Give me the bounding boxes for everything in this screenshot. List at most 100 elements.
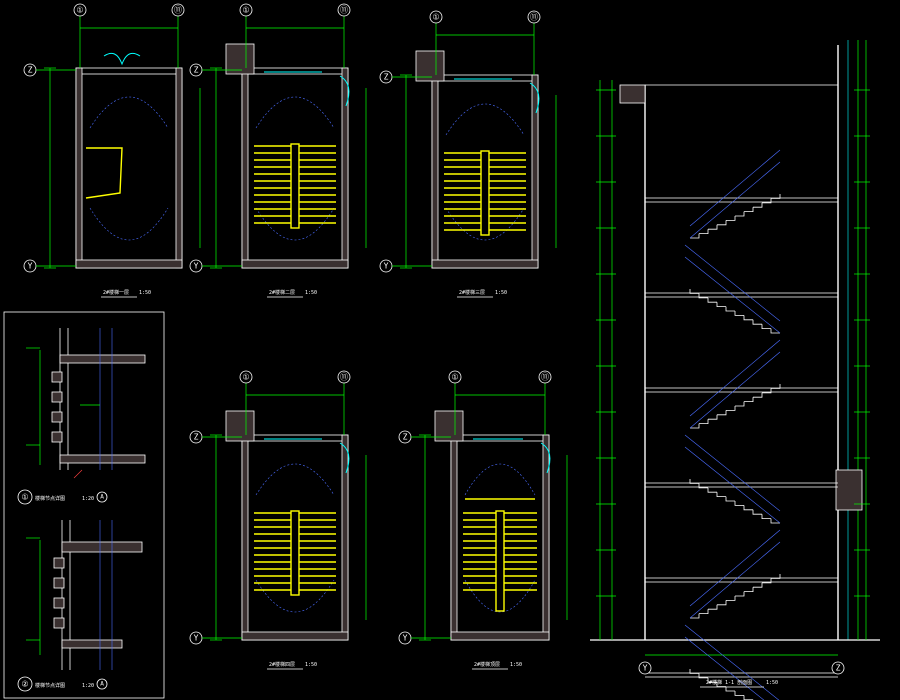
section-axis-z-bubble-icon xyxy=(831,661,845,675)
plan-scale: 1:50 xyxy=(495,290,507,296)
section-title-block: Y Z 2#楼梯 1-1 剖面图 1:50 xyxy=(638,661,845,688)
section-stringer xyxy=(684,256,781,334)
section-stair-steps xyxy=(689,479,780,524)
plan-landing-arc-top xyxy=(89,96,169,129)
grid-bubble-icon xyxy=(337,3,351,17)
plan-walk-line xyxy=(256,190,315,208)
section-title: 2#楼梯 1-1 剖面图 xyxy=(706,679,752,686)
section-axis-y-bubble-icon xyxy=(638,661,652,675)
detail-1-title: 楼梯节点详图 xyxy=(35,495,65,502)
plan-wall-inner xyxy=(79,73,179,263)
detail-2-title: 楼梯节点详图 xyxy=(35,682,65,689)
plan-walk-line xyxy=(446,197,505,215)
plan-wall-bottom xyxy=(75,259,183,269)
grid-bubble-icon xyxy=(538,370,552,384)
plan-grid-label: ⑪ xyxy=(340,6,348,15)
plan-wall-left xyxy=(450,434,458,641)
plan-landing-arc-top xyxy=(255,463,335,496)
section-stringer xyxy=(684,446,781,524)
plan-wall-inner xyxy=(245,440,345,635)
stair-section-1-1 xyxy=(590,40,880,656)
plan-title: 2#楼梯三层 xyxy=(459,289,485,296)
section-stringer xyxy=(689,541,781,619)
plan-landing-arc-top xyxy=(445,103,525,136)
plan-grid-label: ① xyxy=(76,6,83,15)
detail-1-scale: 1:20 xyxy=(82,496,94,502)
plan-wall-right xyxy=(531,74,539,269)
plan-landing-arc-bottom xyxy=(255,579,335,613)
plan-grid-label: Z xyxy=(194,433,199,442)
plan-grid-label: Y xyxy=(194,634,199,643)
plan-grid-label: Y xyxy=(384,262,389,271)
section-stringer xyxy=(684,636,765,700)
plan-grid-label: Z xyxy=(403,433,408,442)
grid-bubble-icon xyxy=(429,10,443,24)
plan-title: 2#楼梯四层 xyxy=(269,661,295,668)
section-scale: 1:50 xyxy=(766,680,778,686)
section-handrail xyxy=(689,339,781,417)
plan-handrail xyxy=(495,510,505,612)
plan-landing-arc-bottom xyxy=(255,207,335,241)
section-stair-steps xyxy=(689,289,780,334)
plan-wall-right xyxy=(341,434,349,641)
plan-handrail xyxy=(290,143,300,229)
plan-landing-arc-top xyxy=(464,463,536,496)
plan-grid-label: Z xyxy=(28,66,33,75)
detail-2-drawing xyxy=(26,520,143,670)
section-stair-flights xyxy=(596,89,870,700)
plan-wall-outer xyxy=(241,67,349,269)
stair-plan-5: ① ⑪ Z Y 2#楼梯顶层 1:50 xyxy=(398,370,568,670)
plan-grid-label: ⑪ xyxy=(541,373,549,382)
detail-1-bubble-icon xyxy=(17,489,33,505)
plan-handrail xyxy=(290,510,300,596)
plan-wall-left xyxy=(75,67,83,269)
detail-2-ref-icon xyxy=(96,678,108,690)
plan-scale: 1:50 xyxy=(139,290,151,296)
section-axis-y: Y xyxy=(643,664,648,673)
plan-grid-label: ① xyxy=(451,373,458,382)
plan-grid-label: Z xyxy=(194,66,199,75)
plan-grid-label: ① xyxy=(242,6,249,15)
plan-landing-arc-top xyxy=(255,96,335,129)
section-axis-z: Z xyxy=(836,664,841,673)
section-stair-steps xyxy=(690,194,781,239)
plan-grid-label: ⑪ xyxy=(530,13,538,22)
plan-title: 2#楼梯一层 xyxy=(103,289,129,296)
detail-2-title-block: ② 楼梯节点详图 1:20 A xyxy=(17,676,108,692)
door-swing-icon xyxy=(339,75,350,107)
plan-landing-arc-bottom xyxy=(445,207,525,241)
section-handrail xyxy=(689,529,781,607)
section-handrail xyxy=(684,624,780,700)
detail-2-scale: 1:20 xyxy=(82,683,94,689)
plan-handrail xyxy=(480,150,490,236)
detail-1-drawing xyxy=(26,328,146,479)
plan-grid-label: Y xyxy=(403,634,408,643)
plan-walk-line xyxy=(256,557,315,575)
plan-wall-outer xyxy=(431,74,539,269)
detail-panel: ① 楼梯节点详图 1:20 A ② 楼梯节点详图 1:20 A xyxy=(3,311,165,699)
plan-wall-bottom xyxy=(241,631,349,641)
plan-wall-bump xyxy=(415,50,445,82)
section-handrail xyxy=(689,149,781,227)
grid-bubble-icon xyxy=(448,370,462,384)
plan-grid-label: ⑪ xyxy=(340,373,348,382)
plan-title: 2#楼梯二层 xyxy=(269,289,295,296)
section-stringer xyxy=(689,161,781,239)
plan-grid-label: ⑪ xyxy=(174,6,182,15)
plan-grid-label: Y xyxy=(194,262,199,271)
plan-title: 2#楼梯顶层 xyxy=(474,661,500,668)
section-stringer xyxy=(689,351,781,429)
grid-bubble-icon xyxy=(239,370,253,384)
door-swing-icon xyxy=(529,82,540,114)
plan-wall-outer xyxy=(75,67,183,269)
plan-scale: 1:50 xyxy=(510,662,522,668)
plan-wall-bottom xyxy=(450,631,550,641)
detail-1-ref: A xyxy=(100,494,104,501)
plan-wall-right xyxy=(542,434,550,641)
plan-walk-line xyxy=(465,557,520,575)
plan-grid-label: ① xyxy=(432,13,439,22)
grid-bubble-icon xyxy=(171,3,185,17)
stair-plan-1: ① ⑪ Z Y 2#楼梯一层 1:50 xyxy=(23,3,201,298)
